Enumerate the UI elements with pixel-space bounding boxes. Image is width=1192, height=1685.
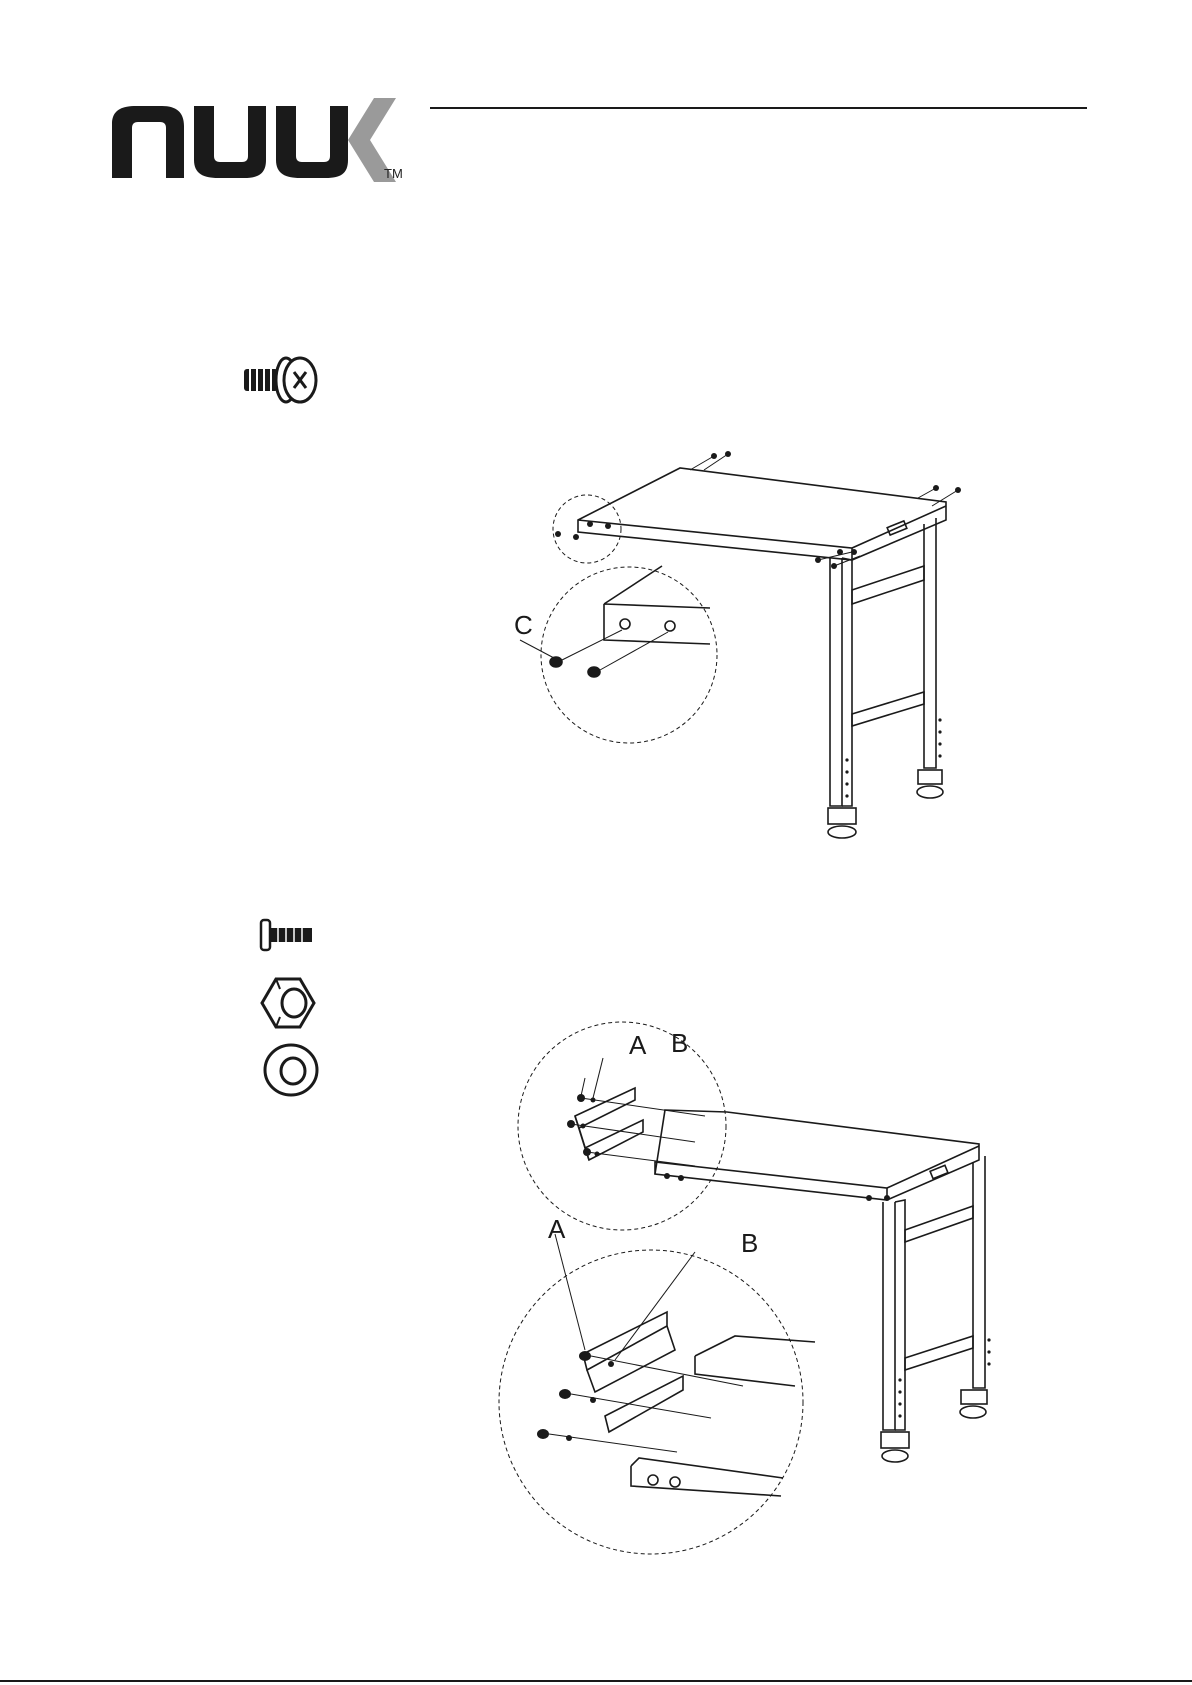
step-2-diagram — [495, 1020, 995, 1560]
header-rule — [430, 107, 1087, 109]
hex-nut-icon — [260, 975, 316, 1031]
callout-a-top: A — [629, 1030, 646, 1061]
footer-rule — [0, 1680, 1192, 1682]
trademark-mark: TM — [384, 166, 403, 181]
carriage-bolt-icon — [258, 918, 314, 952]
nuuk-logo — [110, 96, 410, 192]
worktop — [578, 468, 946, 560]
callout-b-detail: B — [741, 1228, 758, 1259]
callout-b-top: B — [671, 1028, 688, 1059]
callout-a-detail: A — [548, 1214, 565, 1245]
flat-washer-icon — [262, 1042, 320, 1098]
pan-head-screw-icon — [240, 355, 320, 407]
callout-c: C — [514, 610, 533, 641]
step-1-diagram — [500, 440, 980, 850]
